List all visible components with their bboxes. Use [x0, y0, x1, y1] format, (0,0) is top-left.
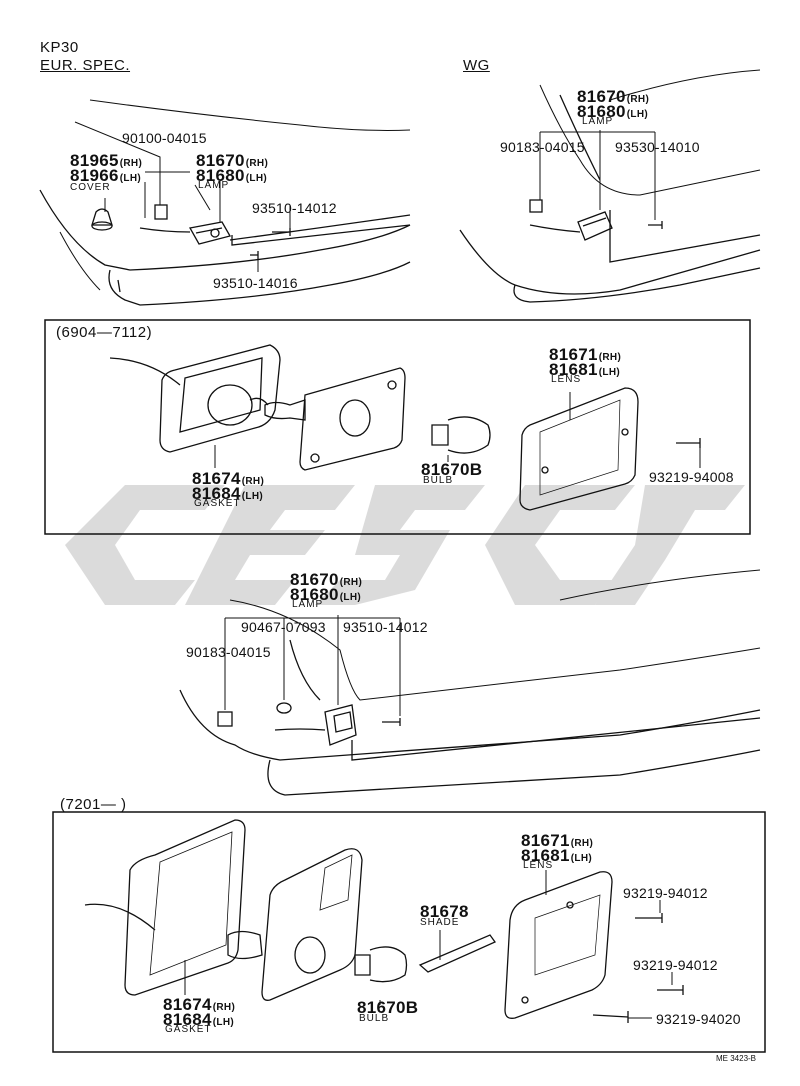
s2-lens-lh: 81681(LH): [521, 846, 592, 865]
s1-gasket-caption: GASKET: [194, 498, 241, 509]
mid-nut-number: 90183-04015: [186, 644, 271, 660]
s2-lens-drawing: [504, 871, 613, 1019]
model-label: KP30: [40, 39, 79, 56]
s2-gasket-drawing: [84, 819, 246, 996]
s1-gasket-lh: 81684(LH): [192, 484, 263, 503]
s2-screw-3-number: 93219-94020: [656, 1011, 741, 1027]
eur-cover-lh: 81966(LH): [70, 166, 141, 185]
eur-cover-caption: COVER: [70, 182, 111, 193]
mid-grommet: [276, 702, 292, 714]
s2-housing-drawing: [261, 848, 363, 1001]
eur-lamp-lh: 81680(LH): [196, 166, 267, 185]
mid-grommet-number: 90467-07093: [241, 619, 326, 635]
mid-leaders: [224, 615, 401, 716]
wg-nut: [529, 199, 543, 213]
s1-gasket-drawing: [109, 344, 281, 453]
s2-gasket-lh: 81684(LH): [163, 1010, 234, 1029]
wg-body-panel: [459, 69, 761, 303]
s2-screw-1-number: 93219-94012: [623, 885, 708, 901]
wg-lamp-assembly: [529, 211, 613, 241]
mid-lamp-caption: LAMP: [292, 599, 324, 610]
wg-leaders: [539, 130, 656, 220]
eur-lamp-assembly: [139, 221, 231, 245]
section-1-frame: [44, 319, 751, 535]
s1-socket-drawing: [249, 397, 306, 421]
eur-screw-b-number: 93510-14016: [213, 275, 298, 291]
mid-body-panel: [179, 569, 761, 796]
wg-lamp-lh: 81680(LH): [577, 102, 648, 121]
section-2-range: (7201— ): [60, 796, 127, 813]
s1-lens-caption: LENS: [551, 374, 582, 385]
s2-gasket-rh: 81674(RH): [163, 995, 236, 1014]
s2-bulb-caption: BULB: [359, 1013, 390, 1024]
eur-bolt-a-number: 90100-04015: [122, 130, 207, 146]
watermark-logo: [65, 485, 745, 605]
s1-bulb-number: 81670B: [421, 460, 483, 479]
eur-cover: [91, 208, 113, 231]
mid-lamp-rh: 81670(RH): [290, 570, 363, 589]
mid-nut: [217, 711, 233, 727]
s2-screw-2-number: 93219-94012: [633, 957, 718, 973]
s2-lens-rh: 81671(RH): [521, 831, 594, 850]
s1-leaders: [214, 392, 701, 468]
s2-gasket-caption: GASKET: [165, 1024, 212, 1035]
s2-shade-caption: SHADE: [420, 917, 460, 928]
mid-lamp-lh: 81680(LH): [290, 585, 361, 604]
wg-screw: [648, 221, 663, 229]
section-2-frame: [52, 811, 766, 1053]
eur-leaders: [74, 121, 291, 272]
wg-nut-number: 90183-04015: [500, 139, 585, 155]
s2-socket-drawing: [227, 930, 263, 960]
s2-bulb-drawing: [354, 946, 408, 983]
eur-cover-rh: 81965(RH): [70, 151, 143, 170]
mid-screw: [382, 718, 401, 726]
s1-screw-drawing: [676, 438, 701, 448]
eur-lamp-caption: LAMP: [198, 180, 230, 191]
s1-gasket-rh: 81674(RH): [192, 469, 265, 488]
s1-lens-lh: 81681(LH): [549, 360, 620, 379]
s2-screws-drawing: [592, 913, 684, 1023]
wg-screw-number: 93530-14010: [615, 139, 700, 155]
s1-bulb-caption: BULB: [423, 475, 454, 486]
eur-screw-a-number: 93510-14012: [252, 200, 337, 216]
wg-lamp-caption: LAMP: [582, 116, 614, 127]
eur-clip: [154, 204, 168, 220]
s1-lens-drawing: [519, 387, 639, 511]
spec-label: EUR. SPEC.: [40, 57, 131, 74]
variant-label: WG: [463, 57, 490, 74]
s2-shade-drawing: [418, 934, 496, 973]
s2-shade-number: 81678: [420, 902, 469, 921]
s1-housing-drawing: [299, 367, 406, 471]
section-1-range: (6904—7112): [56, 324, 153, 341]
s1-bulb-drawing: [431, 416, 491, 454]
s1-screw-number: 93219-94008: [649, 469, 734, 485]
drawing-code: ME 3423-B: [716, 1054, 757, 1063]
wg-lamp-rh: 81670(RH): [577, 87, 650, 106]
mid-screw-number: 93510-14012: [343, 619, 428, 635]
s1-lens-rh: 81671(RH): [549, 345, 622, 364]
s2-lens-caption: LENS: [523, 860, 554, 871]
eur-lamp-rh: 81670(RH): [196, 151, 269, 170]
mid-lamp-assembly: [274, 704, 357, 746]
s2-leaders: [184, 870, 673, 1019]
eur-body-panel: [39, 99, 411, 306]
s2-bulb-number: 81670B: [357, 998, 419, 1017]
eur-screws: [250, 228, 291, 259]
